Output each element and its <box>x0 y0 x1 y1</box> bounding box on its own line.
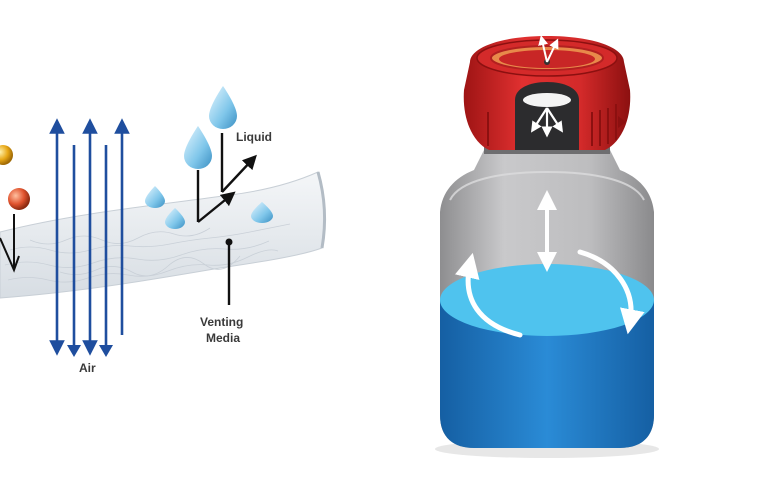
swirl-arrow-left <box>455 252 523 338</box>
liquid-arrows <box>196 133 257 223</box>
vent-membrane <box>523 93 571 107</box>
venting-media-pointer-dot <box>225 238 233 246</box>
particle-icon <box>0 145 13 165</box>
droplet-icon <box>251 202 273 223</box>
droplet-icon <box>209 86 237 129</box>
window-vent-arrow-icon <box>546 107 563 133</box>
air-arrow-head-down-icon <box>67 345 81 357</box>
window-vent-arrow-icon <box>531 107 548 133</box>
top-vent-arrow-icon <box>546 38 559 63</box>
vented-bottle <box>435 35 659 458</box>
label-liquid: Liquid <box>236 130 272 144</box>
swirl-arrow-right <box>577 249 645 335</box>
label-venting: Venting <box>200 315 243 329</box>
media-edge <box>316 171 327 249</box>
air-arrows <box>49 118 130 356</box>
air-arrow-head-down-icon <box>99 345 113 357</box>
cap-grip-ridges <box>487 104 617 146</box>
droplet-icon <box>165 208 185 229</box>
liquid-surface <box>440 264 654 336</box>
liquid-dark <box>440 300 654 448</box>
venting-media-sheet <box>0 171 326 299</box>
bottle-shoulder-highlight <box>449 170 645 201</box>
label-air: Air <box>79 361 96 375</box>
top-vent-arrow-icon <box>538 35 548 63</box>
label-media: Media <box>206 331 240 345</box>
particle-icon <box>8 188 30 210</box>
droplet-icon <box>184 126 212 169</box>
droplet-icon <box>145 186 165 208</box>
cap-lock-tab-icon <box>618 116 626 128</box>
